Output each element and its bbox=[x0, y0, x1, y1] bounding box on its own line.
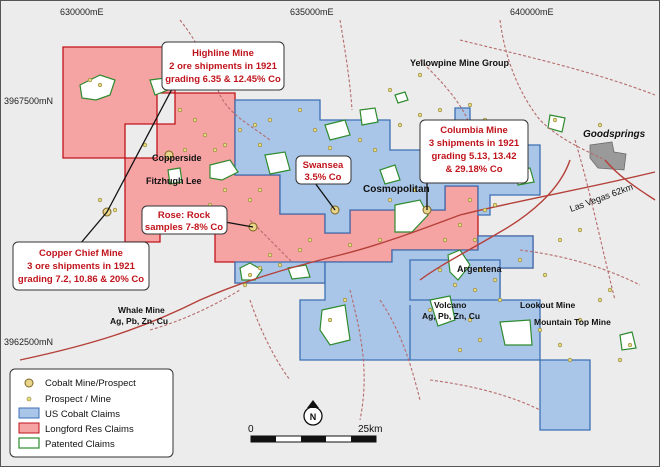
label-mountain-top-mine: Mountain Top Mine bbox=[534, 317, 611, 327]
label-copperside: Copperside bbox=[152, 153, 202, 163]
callout-leaders bbox=[79, 88, 428, 245]
callout-swansea: Swansea 3.5% Co bbox=[295, 155, 352, 185]
legend-label-patented: Patented Claims bbox=[45, 439, 115, 450]
callout-rose: Rose: Rock samples 7-8% Co bbox=[141, 205, 228, 235]
callout-highline: Highline Mine 2 ore shipments in 1921 gr… bbox=[161, 41, 285, 91]
copper-chief-title: Copper Chief Mine bbox=[39, 248, 123, 259]
rose-line2: samples 7-8% Co bbox=[145, 222, 223, 233]
scale-bar: 0 25km bbox=[248, 424, 382, 443]
label-volcano: Volcano bbox=[434, 300, 466, 310]
legend-symbol-prospect bbox=[26, 396, 32, 402]
callout-copper-chief: Copper Chief Mine 3 ore shipments in 192… bbox=[12, 241, 150, 291]
columbia-line4: & 29.18% Co bbox=[445, 164, 502, 175]
highline-line3: grading 6.35 & 12.45% Co bbox=[165, 74, 281, 85]
easting-label-640000: 640000mE bbox=[510, 7, 554, 17]
columbia-title: Columbia Mine bbox=[440, 125, 508, 136]
label-yellowpine: Yellowpine Mine Group bbox=[410, 58, 510, 68]
label-whale-mine: Whale Mine bbox=[118, 305, 165, 315]
easting-label-635000: 635000mE bbox=[290, 7, 334, 17]
legend-symbol-longford bbox=[18, 422, 40, 434]
legend: Cobalt Mine/Prospect Prospect / Mine US … bbox=[9, 368, 174, 458]
callout-columbia: Columbia Mine 3 shipments in 1921 gradin… bbox=[419, 119, 529, 184]
north-arrow: N bbox=[303, 400, 323, 426]
legend-label-prospect: Prospect / Mine bbox=[45, 394, 111, 405]
label-volcano-commodities: Ag, Pb, Zn, Cu bbox=[422, 311, 480, 321]
scale-end: 25km bbox=[358, 424, 382, 435]
label-cosmopolitan: Cosmopolitan bbox=[363, 184, 430, 195]
columbia-line3: grading 5.13, 13.42 bbox=[431, 151, 516, 162]
patented-claims bbox=[79, 74, 637, 351]
columbia-line2: 3 shipments in 1921 bbox=[429, 138, 520, 149]
legend-label-longford: Longford Res Claims bbox=[45, 424, 134, 435]
main-road bbox=[19, 159, 656, 361]
north-arrow-icon bbox=[307, 400, 319, 408]
swansea-title: Swansea bbox=[303, 160, 344, 171]
rose-title: Rose: Rock bbox=[158, 210, 211, 221]
northing-label-3962500: 3962500mN bbox=[4, 337, 53, 347]
copper-chief-line2: 3 ore shipments in 1921 bbox=[27, 261, 135, 272]
trails bbox=[149, 19, 656, 421]
easting-label-630000: 630000mE bbox=[60, 7, 104, 17]
legend-label-us-cobalt: US Cobalt Claims bbox=[45, 409, 120, 420]
label-lookout-mine: Lookout Mine bbox=[520, 300, 576, 310]
northing-label-3967500: 3967500mN bbox=[4, 96, 53, 106]
legend-symbol-patented bbox=[18, 437, 40, 449]
highline-title: Highline Mine bbox=[192, 48, 254, 59]
copper-chief-line3: grading 7.2, 10.86 & 20% Co bbox=[18, 274, 144, 285]
legend-symbol-cobalt bbox=[24, 378, 34, 388]
scale-start: 0 bbox=[248, 424, 254, 435]
highline-line2: 2 ore shipments in 1921 bbox=[169, 61, 277, 72]
goodsprings-town bbox=[589, 141, 627, 171]
north-label: N bbox=[310, 412, 317, 422]
label-goodsprings: Goodsprings bbox=[583, 129, 646, 140]
cobalt-dot-copperside bbox=[164, 150, 174, 160]
legend-symbol-us-cobalt bbox=[18, 407, 40, 419]
swansea-line2: 3.5% Co bbox=[305, 172, 342, 183]
label-fitzhugh-lee: Fitzhugh Lee bbox=[146, 176, 202, 186]
label-whale-commodities: Ag, Pb, Zn, Cu bbox=[110, 316, 168, 326]
label-argentena: Argentena bbox=[457, 264, 503, 274]
legend-label-cobalt: Cobalt Mine/Prospect bbox=[45, 378, 136, 389]
